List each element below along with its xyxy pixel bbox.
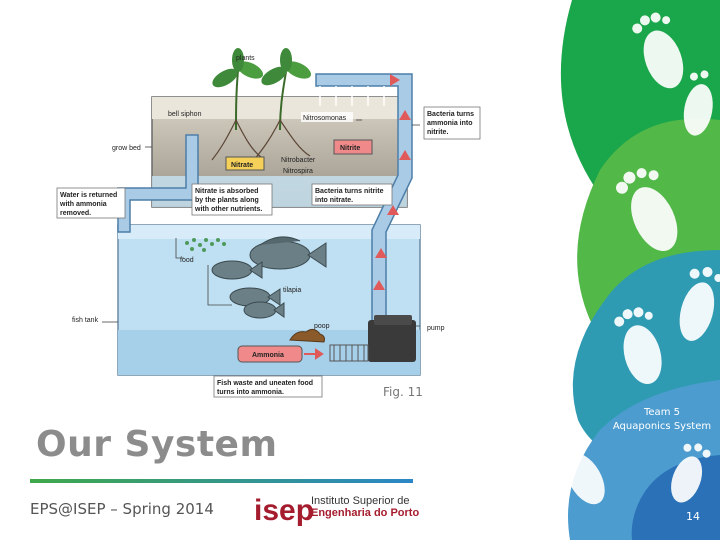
bacteria-nitrite-box (311, 183, 393, 206)
label-bacteria-nitrite: Bacteria turns nitrite into nitrate. (315, 188, 385, 204)
slide-title: Our System (36, 424, 278, 465)
label-plants: plants (236, 55, 255, 62)
label-nitrospira: Nitrospira (283, 168, 313, 175)
team-project: Aquaponics System (612, 421, 712, 432)
ammonia-box (237, 345, 303, 363)
page-number: 14 (686, 510, 700, 523)
label-food: food (180, 257, 194, 264)
label-ammonia: Ammonia (252, 352, 284, 359)
label-poop: poop (314, 323, 330, 330)
label-nitrobacter: Nitrobacter (281, 157, 316, 164)
team-number: Team 5 (644, 407, 680, 418)
footprint-icon (671, 443, 711, 503)
svg-text:isep: isep (254, 494, 314, 527)
footprint-icon (615, 168, 678, 252)
label-nitrate: Nitrate (231, 162, 253, 169)
logo-line-1: Instituto Superior de (311, 495, 410, 507)
footprint-icon (679, 266, 720, 341)
spray-nozzles (319, 86, 385, 106)
label-nitrosomonas: Nitrosomonas (303, 115, 347, 122)
label-water-returned: Water is returned with ammonia removed. (59, 192, 119, 217)
nitrate-absorbed-box (191, 183, 273, 216)
footprint-icon (632, 12, 684, 89)
ammonia-arrow (304, 348, 324, 360)
decorative-side-bands (551, 0, 720, 540)
footer-text: EPS@ISEP – Spring 2014 (30, 500, 214, 518)
poop (289, 328, 325, 343)
isep-logo-text: Instituto Superior de Engenharia do Port… (311, 495, 419, 519)
label-tilapia: tilapia (283, 287, 301, 294)
label-nitrite: Nitrite (340, 145, 360, 152)
fish-waste-box (213, 375, 323, 398)
tilapia-fish (211, 236, 327, 319)
water-returned-box (56, 187, 126, 219)
plants (211, 48, 312, 161)
bacteria-ammonia-box (423, 106, 481, 140)
isep-logo: isep (254, 494, 314, 527)
label-bell-siphon: bell siphon (168, 111, 202, 118)
flow-arrows (373, 74, 411, 330)
footprint-icon (614, 307, 662, 385)
return-pipe (117, 134, 199, 233)
label-pump: pump (427, 325, 445, 332)
label-bacteria-ammonia: Bacteria turns ammonia into nitrite. (427, 111, 476, 136)
nitrite-box (333, 139, 373, 155)
footprint-icon (551, 437, 605, 505)
figure-caption: Fig. 11 (383, 385, 423, 399)
label-fish-waste: Fish waste and uneaten food turns into a… (217, 380, 315, 396)
label-grow-bed: grow bed (112, 145, 141, 152)
label-fish-tank: fish tank (72, 317, 99, 324)
pump (329, 315, 416, 362)
leader-lines (102, 119, 420, 327)
nitrosomonas-box (301, 112, 353, 122)
logo-line-2: Engenharia do Porto (311, 507, 420, 519)
title-underline (30, 479, 413, 483)
footprint-icon (683, 70, 713, 136)
nitrate-box (225, 156, 265, 171)
food-pellets (185, 238, 226, 252)
team-label: Team 5 Aquaponics System (598, 406, 720, 434)
label-nitrate-absorbed: Nitrate is absorbed by the plants along … (194, 188, 262, 213)
